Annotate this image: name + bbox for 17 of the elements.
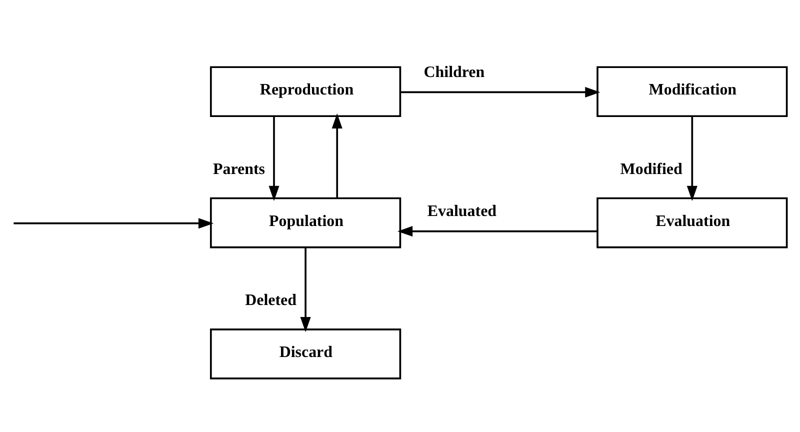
arrow <box>397 226 598 236</box>
edge-label: Evaluated <box>427 202 497 220</box>
node-box: Population <box>210 196 402 248</box>
arrow <box>300 246 311 332</box>
arrow <box>268 116 280 200</box>
edge-label: Modified <box>620 160 682 178</box>
node-box: Modification <box>596 66 788 117</box>
arrow <box>686 116 698 200</box>
edge-label: Parents <box>212 160 265 178</box>
node-box: Reproduction <box>210 66 402 117</box>
arrow <box>14 218 214 228</box>
arrow <box>332 112 342 198</box>
edge-label: Children <box>424 64 485 81</box>
edge-label: Deleted <box>245 292 296 309</box>
arrow <box>400 86 600 97</box>
node-box: Discard <box>210 328 402 379</box>
node-box: Evaluation <box>596 196 788 248</box>
